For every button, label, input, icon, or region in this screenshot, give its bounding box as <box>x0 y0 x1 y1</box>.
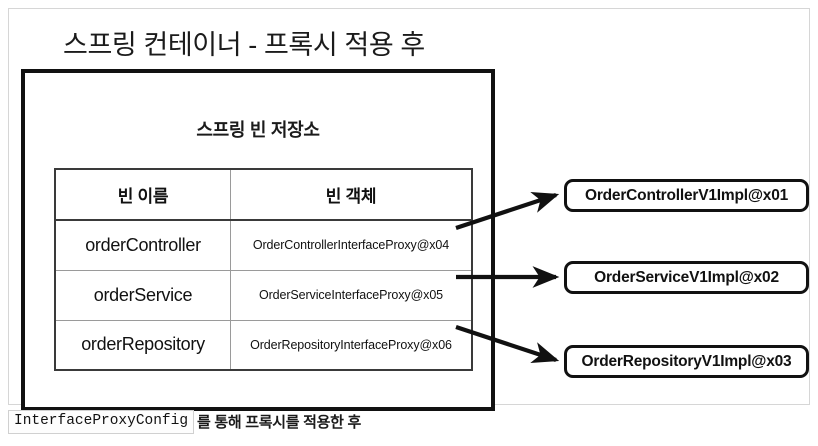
cell-bean-name: orderRepository <box>54 319 231 371</box>
caption-text: 를 통해 프록시를 적용한 후 <box>197 414 362 432</box>
instance-label: OrderRepositoryV1Impl@x03 <box>581 352 792 370</box>
cell-bean-name: orderService <box>54 269 231 321</box>
instance-box-order-repository: OrderRepositoryV1Impl@x03 <box>564 345 809 378</box>
instance-label: OrderServiceV1Impl@x02 <box>594 268 779 286</box>
caption-code-token: InterfaceProxyConfig <box>8 410 195 434</box>
cell-bean-object: OrderControllerInterfaceProxy@x04 <box>230 219 473 271</box>
cell-bean-object: OrderServiceInterfaceProxy@x05 <box>230 269 473 321</box>
table-row: orderController OrderControllerInterface… <box>54 219 473 271</box>
bean-store-title: 스프링 빈 저장소 <box>196 120 320 140</box>
instance-box-order-controller: OrderControllerV1Impl@x01 <box>564 179 809 212</box>
spring-container-box: 스프링 빈 저장소 빈 이름 빈 객체 orderController Orde… <box>21 69 495 411</box>
instance-label: OrderControllerV1Impl@x01 <box>584 186 789 204</box>
column-header-bean-object: 빈 객체 <box>230 168 473 221</box>
instance-box-order-service: OrderServiceV1Impl@x02 <box>564 261 809 294</box>
page-title: 스프링 컨테이너 - 프록시 적용 후 <box>63 30 425 60</box>
caption: InterfaceProxyConfig 를 통해 프록시를 적용한 후 <box>8 410 361 434</box>
cell-bean-object: OrderRepositoryInterfaceProxy@x06 <box>230 319 473 371</box>
table-row: orderRepository OrderRepositoryInterface… <box>54 319 473 371</box>
table-header-row: 빈 이름 빈 객체 <box>54 168 473 221</box>
diagram-panel: 스프링 컨테이너 - 프록시 적용 후 스프링 빈 저장소 빈 이름 빈 객체 … <box>8 8 810 411</box>
bean-registry-table: 빈 이름 빈 객체 orderController OrderControlle… <box>54 168 473 371</box>
cell-bean-name: orderController <box>54 219 231 271</box>
table-row: orderService OrderServiceInterfaceProxy@… <box>54 269 473 321</box>
column-header-bean-name: 빈 이름 <box>54 168 231 221</box>
